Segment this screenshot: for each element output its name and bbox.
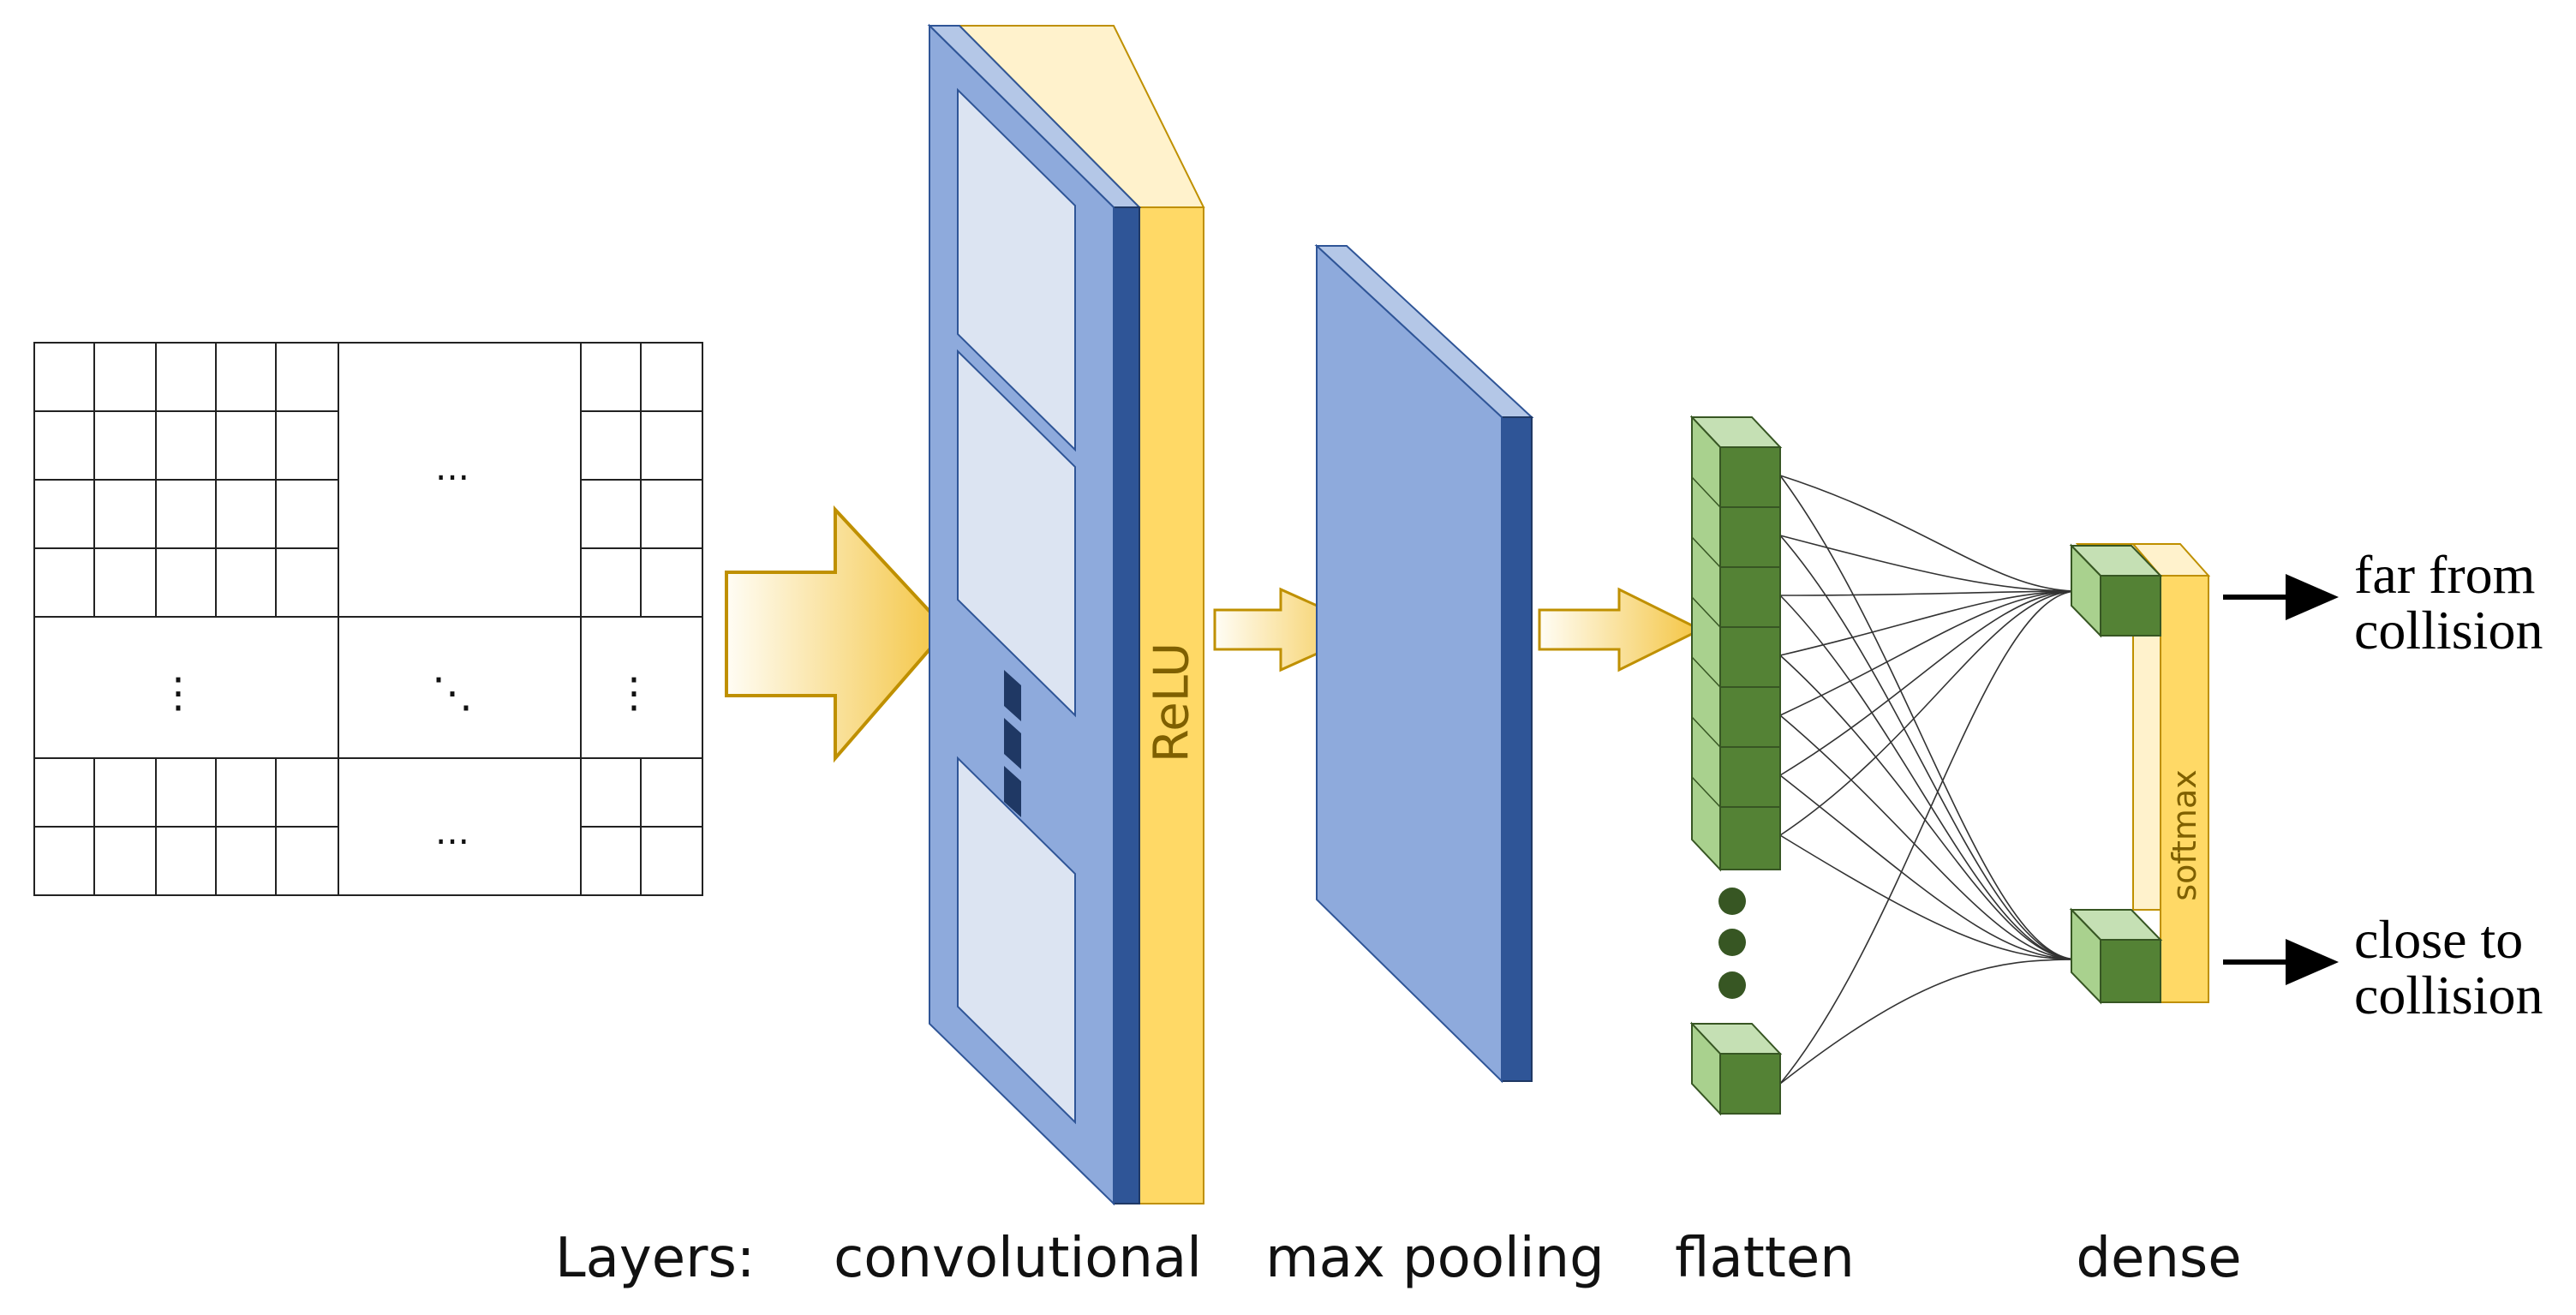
- conv-dot-3: [1004, 766, 1021, 817]
- layers-caption: Layers: convolutional max pooling flatte…: [555, 1227, 2242, 1290]
- flatten-layer: [1689, 415, 1783, 1116]
- flatten-neuron: [1719, 506, 1781, 568]
- flatten-dot: [1718, 971, 1746, 999]
- feature-map-2: [957, 349, 1076, 718]
- softmax-label: softmax: [2166, 769, 2203, 900]
- caption-prefix: Layers:: [555, 1227, 755, 1290]
- softmax-bar-back: [2132, 633, 2161, 911]
- flatten-neuron: [1719, 746, 1781, 808]
- max-pooling-layer: [1314, 243, 1534, 1084]
- input-grid: [33, 342, 703, 896]
- feature-map-1: [957, 87, 1076, 452]
- caption-flatten: flatten: [1675, 1227, 1855, 1290]
- output-arrows: [2223, 574, 2339, 985]
- flatten-neuron: [1719, 686, 1781, 748]
- ellipsis-left: ⋮: [158, 669, 199, 717]
- flatten-neuron: [1719, 806, 1781, 870]
- arrow-to-conv: [725, 505, 949, 763]
- flatten-dot: [1718, 929, 1746, 956]
- conv-slab-edge: [1113, 206, 1140, 1204]
- arrow-to-flatten: [1538, 587, 1704, 672]
- dense-connections: [1779, 475, 2078, 1085]
- feature-map-3: [957, 756, 1076, 1125]
- output-labels: far from collision close to collision: [2354, 544, 2543, 1025]
- conv-dot-2: [1004, 718, 1021, 769]
- output-label-close-line2: collision: [2354, 965, 2543, 1025]
- caption-max-pooling: max pooling: [1265, 1227, 1604, 1290]
- output-label-far-line1: far from: [2354, 544, 2535, 605]
- pool-slab-edge: [1501, 416, 1533, 1082]
- relu-label: ReLU: [1145, 643, 1200, 762]
- flatten-dot: [1718, 888, 1746, 915]
- input-grid-ellipses: ... ... ⋮ ⋮ ⋱: [158, 446, 654, 852]
- flatten-neuron: [1719, 446, 1781, 508]
- ellipsis-bottom: ...: [435, 810, 469, 852]
- output-label-far-line2: collision: [2354, 600, 2543, 660]
- conv-dot-1: [1004, 670, 1021, 721]
- pool-slab-face: [1316, 243, 1503, 1084]
- flatten-neuron: [1719, 566, 1781, 628]
- dense-layer: softmax: [2069, 543, 2211, 1005]
- output-arrowhead-2: [2286, 939, 2339, 985]
- dense-neuron-2-face: [2100, 939, 2161, 1003]
- flatten-neuron-last: [1719, 1053, 1781, 1115]
- ellipsis-center: ⋱: [432, 669, 473, 717]
- ellipsis-right: ⋮: [613, 669, 654, 717]
- output-arrowhead-1: [2286, 574, 2339, 620]
- caption-dense: dense: [2076, 1227, 2241, 1290]
- flatten-neuron: [1719, 626, 1781, 688]
- convolutional-layer: ReLU: [927, 23, 1205, 1206]
- caption-convolutional: convolutional: [834, 1227, 1202, 1290]
- dense-neuron-1-face: [2100, 575, 2161, 637]
- output-label-close-line1: close to: [2354, 909, 2523, 970]
- ellipsis-top: ...: [435, 446, 469, 488]
